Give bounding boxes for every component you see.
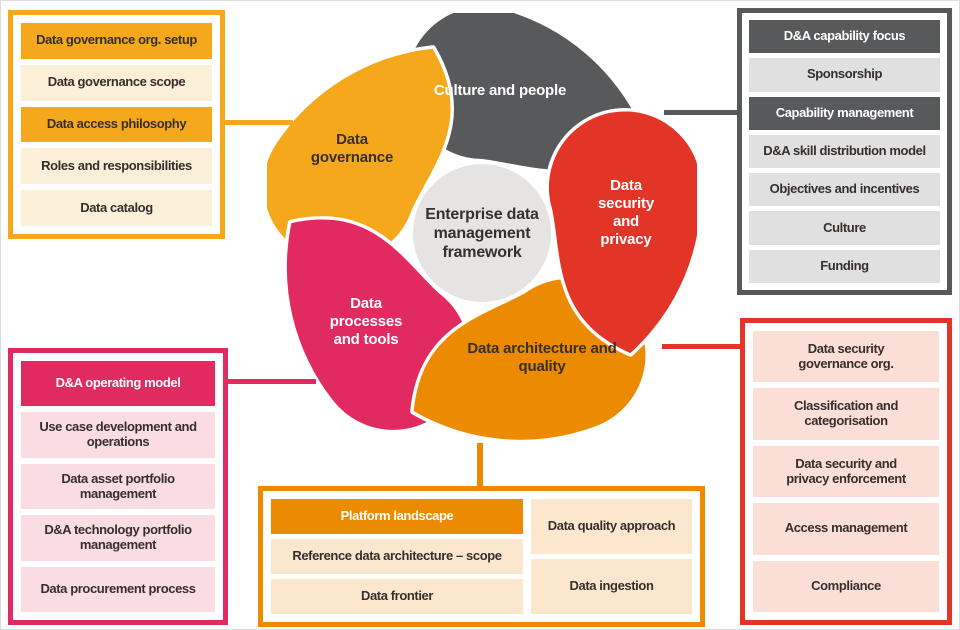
box-row: D&A technology portfolio management [21,515,215,561]
center-circle [413,164,551,302]
box-row: Funding [749,249,940,283]
segment-label-processes: Data processes and tools [329,295,403,348]
connector-platform [477,443,483,488]
box-row-header: D&A operating model [21,361,215,407]
box-row: Data asset portfolio management [21,463,215,510]
box-row: Data security and privacy enforcement [753,445,939,498]
box-row: Data quality approach [531,499,692,554]
box-row: Compliance [753,560,939,613]
box-row: D&A skill distribution model [749,134,940,169]
box-row: Culture [749,211,940,245]
box-row-header: Data access philosophy [21,106,212,143]
connector-governance [225,120,293,125]
platform-right-column: Data quality approach Data ingestion [531,499,692,614]
data-governance-detail-box: Data governance org. setup Data governan… [8,10,225,239]
box-row: Use case development and operations [21,412,215,458]
connector-operating-model [228,379,316,384]
box-row-header: D&A capability focus [749,20,940,54]
operating-model-detail-box: D&A operating model Use case development… [8,348,228,625]
center-label: Enterprise data management framework [425,206,539,262]
segment-security-shape [545,108,697,357]
connector-capability [664,110,737,115]
box-row-header: Platform landscape [271,499,523,534]
box-row: Objectives and incentives [749,173,940,207]
box-row: Access management [753,503,939,555]
segment-label-architecture: Data architecture and quality [467,340,617,375]
box-row: Data frontier [271,579,523,614]
box-row: Roles and responsibilities [21,148,212,185]
box-row: Reference data architecture – scope [271,539,523,574]
capability-focus-detail-box: D&A capability focus Sponsorship Capabil… [737,8,952,295]
box-row: Data governance scope [21,64,212,101]
box-row: Data catalog [21,190,212,226]
segment-label-culture: Culture and people [433,82,567,99]
box-row: Data procurement process [21,566,215,613]
connector-security [662,344,740,349]
box-row-header: Data governance org. setup [21,23,212,59]
box-row-header: Capability management [749,96,940,130]
box-row: Data security governance org. [753,331,939,383]
platform-left-column: Platform landscape Reference data archit… [271,499,523,614]
box-row: Classification and categorisation [753,388,939,440]
box-row: Data ingestion [531,559,692,614]
box-row: Sponsorship [749,58,940,92]
platform-landscape-detail-box: Platform landscape Reference data archit… [258,486,705,627]
segment-label-security: Data security and privacy [598,177,654,248]
data-security-detail-box: Data security governance org. Classifica… [740,318,952,625]
framework-wheel [267,13,697,444]
segment-label-governance: Data governance [310,131,394,166]
